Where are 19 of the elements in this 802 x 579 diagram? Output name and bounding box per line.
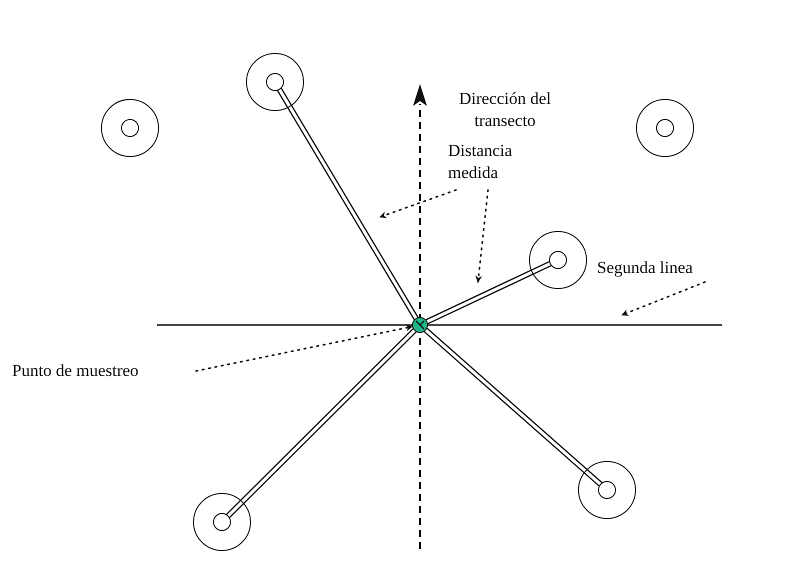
distance-line	[226, 328, 417, 518]
leader-line	[195, 324, 413, 372]
leader-line	[621, 281, 706, 316]
text-label: Dirección del transecto	[445, 88, 565, 132]
leader-line	[475, 189, 489, 283]
tree-circle	[213, 513, 231, 531]
tree-circle	[598, 481, 616, 499]
tree-circle	[121, 119, 139, 137]
text-label: Distancia medida	[448, 140, 538, 184]
distance-line	[426, 261, 552, 324]
text-label: Punto de muestreo	[12, 360, 192, 382]
sampling-point	[412, 317, 428, 333]
distance-line	[424, 328, 602, 486]
tree-circle	[549, 251, 567, 269]
text-label: Segunda linea	[597, 257, 737, 279]
tree-circle	[266, 73, 284, 91]
leader-line	[379, 189, 457, 218]
distance-line	[277, 88, 418, 320]
tree-circle	[656, 119, 674, 137]
